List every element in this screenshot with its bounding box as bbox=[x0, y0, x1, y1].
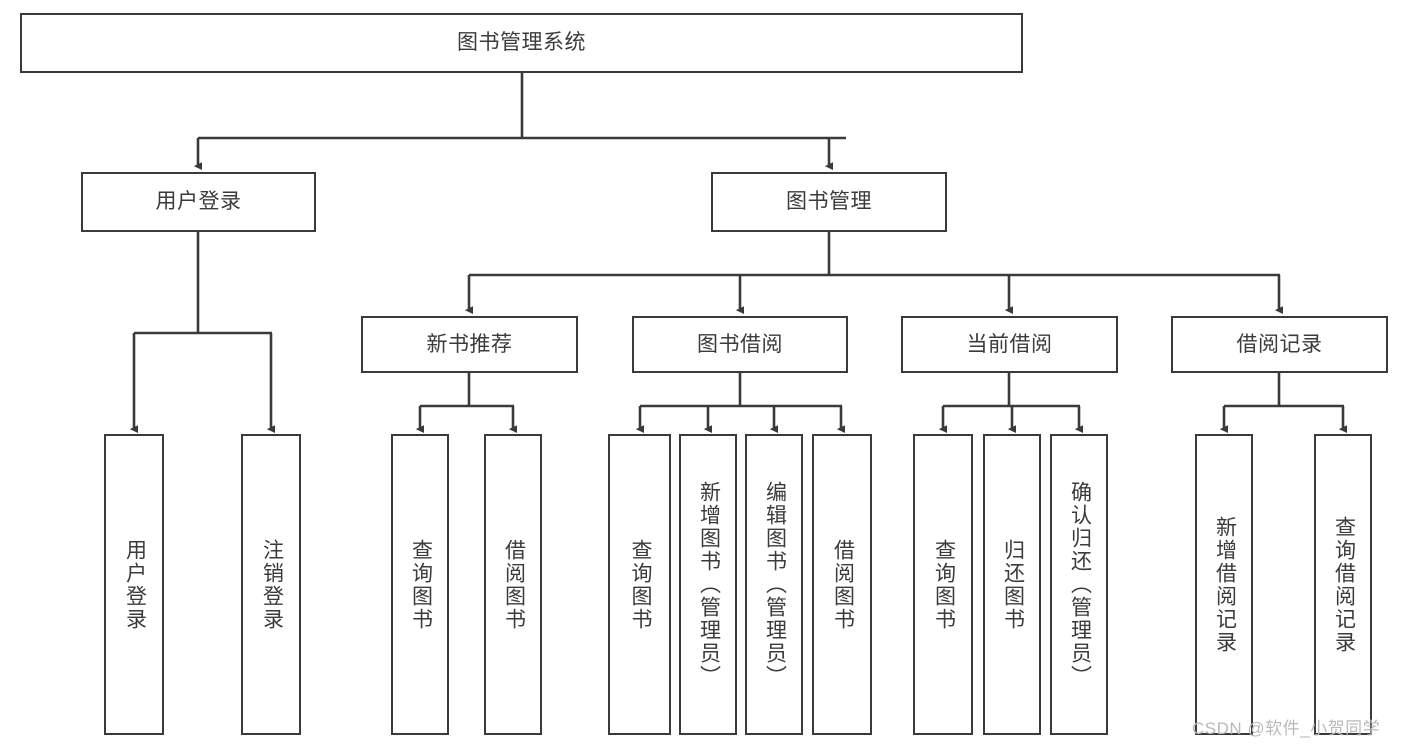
node-leaf-query-book-1[interactable]: 查询图书 bbox=[391, 434, 449, 735]
node-leaf-query-book-2[interactable]: 查询图书 bbox=[608, 434, 671, 735]
node-user-login-label: 用户登录 bbox=[155, 190, 242, 214]
node-leaf-borrow-book-1[interactable]: 借阅图书 bbox=[484, 434, 542, 735]
node-leaf-return-book-label: 归还图书 bbox=[1001, 538, 1025, 631]
node-current-borrow-label: 当前借阅 bbox=[966, 332, 1053, 356]
node-leaf-query-record[interactable]: 查询借阅记录 bbox=[1314, 434, 1372, 735]
node-leaf-query-book-3-label: 查询图书 bbox=[932, 538, 956, 631]
node-new-book-recommend[interactable]: 新书推荐 bbox=[361, 316, 578, 373]
node-current-borrow[interactable]: 当前借阅 bbox=[901, 316, 1118, 373]
node-leaf-logout-login-label: 注销登录 bbox=[260, 538, 284, 631]
node-leaf-query-book-3[interactable]: 查询图书 bbox=[913, 434, 973, 735]
node-root[interactable]: 图书管理系统 bbox=[20, 13, 1023, 73]
node-user-login[interactable]: 用户登录 bbox=[81, 172, 316, 232]
node-book-borrow-label: 图书借阅 bbox=[697, 332, 783, 356]
node-borrow-record[interactable]: 借阅记录 bbox=[1171, 316, 1388, 373]
node-leaf-edit-book-label: 编辑图书（管理员） bbox=[763, 481, 787, 688]
node-leaf-query-book-1-label: 查询图书 bbox=[409, 538, 433, 631]
node-leaf-edit-book[interactable]: 编辑图书（管理员） bbox=[745, 434, 803, 735]
node-leaf-confirm-return-label: 确认归还（管理员） bbox=[1068, 481, 1092, 688]
node-leaf-add-record[interactable]: 新增借阅记录 bbox=[1195, 434, 1253, 735]
node-leaf-user-login-label: 用户登录 bbox=[123, 538, 147, 631]
node-leaf-query-record-label: 查询借阅记录 bbox=[1332, 515, 1356, 654]
node-leaf-add-book-label: 新增图书（管理员） bbox=[697, 481, 721, 688]
node-leaf-user-login[interactable]: 用户登录 bbox=[104, 434, 164, 735]
node-leaf-borrow-book-2[interactable]: 借阅图书 bbox=[812, 434, 872, 735]
node-leaf-return-book[interactable]: 归还图书 bbox=[983, 434, 1041, 735]
node-leaf-borrow-book-1-label: 借阅图书 bbox=[502, 538, 526, 631]
node-book-borrow[interactable]: 图书借阅 bbox=[632, 316, 848, 373]
node-leaf-query-book-2-label: 查询图书 bbox=[628, 538, 652, 631]
node-leaf-confirm-return[interactable]: 确认归还（管理员） bbox=[1050, 434, 1108, 735]
node-leaf-logout-login[interactable]: 注销登录 bbox=[241, 434, 301, 735]
node-leaf-add-book[interactable]: 新增图书（管理员） bbox=[679, 434, 737, 735]
node-root-label: 图书管理系统 bbox=[457, 31, 586, 55]
csdn-watermark: CSDN @软件_小贺同学 bbox=[1192, 719, 1381, 738]
node-borrow-record-label: 借阅记录 bbox=[1236, 332, 1323, 356]
node-book-manage[interactable]: 图书管理 bbox=[711, 172, 947, 232]
node-leaf-borrow-book-2-label: 借阅图书 bbox=[831, 538, 855, 631]
node-book-manage-label: 图书管理 bbox=[786, 190, 872, 214]
node-leaf-add-record-label: 新增借阅记录 bbox=[1213, 515, 1237, 654]
node-new-book-recommend-label: 新书推荐 bbox=[426, 332, 513, 356]
